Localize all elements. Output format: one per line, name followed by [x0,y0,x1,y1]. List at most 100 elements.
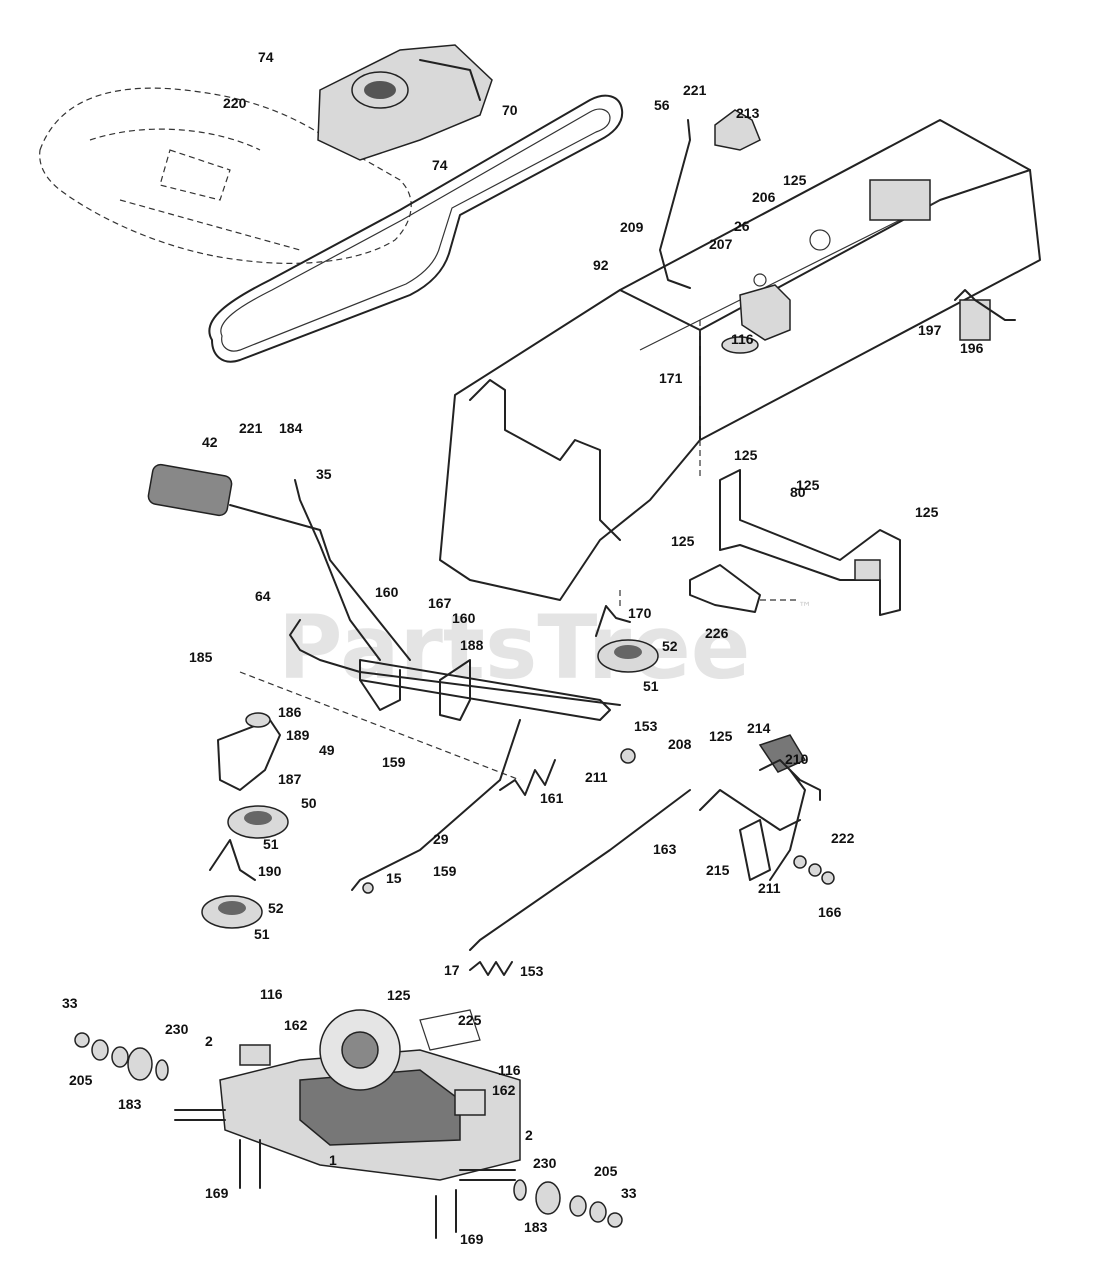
callout-label: 51 [254,926,270,942]
callout-label: 64 [255,588,271,604]
callout-label: 153 [634,718,658,734]
callout-label: 35 [316,466,332,482]
brake-pedal [699,734,821,881]
callout-label: 169 [205,1185,229,1201]
callout-label: 51 [263,836,279,852]
callout-label: 185 [189,649,213,665]
pulley-52-upper [597,639,659,673]
callout-label: 49 [319,742,335,758]
callout-label: 189 [286,727,310,743]
callout-label: 160 [452,610,476,626]
callout-label: 125 [796,477,820,493]
callout-label: 186 [278,704,302,720]
callout-label: 197 [918,322,942,338]
callout-label: 208 [668,736,692,752]
callout-label: 159 [433,863,457,879]
callout-label: 51 [643,678,659,694]
callout-label: 161 [540,790,564,806]
pedal-assembly [147,463,621,721]
callout-label: 17 [444,962,460,978]
callout-labels: 7470220745622121312520626209207921161711… [62,49,984,1247]
callout-label: 56 [654,97,670,113]
idler-arm [217,712,281,791]
belt-guide-190 [209,839,256,881]
callout-label: 125 [783,172,807,188]
shift-lever [659,119,691,289]
callout-label: 225 [458,1012,482,1028]
callout-label: 167 [428,595,452,611]
belt-guide-170 [595,605,631,637]
callout-label: 171 [659,370,683,386]
callout-label: 184 [279,420,303,436]
callout-label: 153 [520,963,544,979]
drive-belt [208,94,624,363]
callout-label: 230 [533,1155,557,1171]
callout-label: 116 [731,331,754,347]
connector-lines [239,320,800,781]
callout-label: 116 [260,986,283,1002]
callout-label: 52 [268,900,284,916]
callout-label: 220 [223,95,247,111]
callout-label: 170 [628,605,652,621]
spring-17 [469,961,513,976]
dash-panel [317,44,493,161]
callout-label: 125 [671,533,695,549]
callout-label: 187 [278,771,302,787]
hood-outline [39,87,412,264]
axle-hardware-left [74,1032,169,1081]
rod-197 [954,289,1016,321]
callout-label: 50 [301,795,317,811]
callout-label: 215 [706,862,730,878]
callout-label: 213 [736,105,760,121]
callout-label: 26 [734,218,750,234]
callout-label: 214 [747,720,771,736]
callout-label: 125 [387,987,411,1003]
callout-label: 159 [382,754,406,770]
callout-label: 29 [433,831,449,847]
callout-label: 162 [284,1017,308,1033]
callout-label: 207 [709,236,733,252]
callout-label: 222 [831,830,855,846]
callout-label: 2 [525,1127,533,1143]
callout-label: 166 [818,904,842,920]
callout-label: 74 [258,49,274,65]
rod-163 [469,789,691,951]
bolts-169 [239,1139,457,1239]
callout-label: 206 [752,189,776,205]
bracket-226 [689,564,761,613]
pulley-52-lower [201,895,263,929]
axle-hardware-right [513,1179,623,1228]
bracket-80 [719,469,901,616]
chassis-frame [439,119,1041,601]
callout-label: 80 [790,484,806,500]
callout-label: 2 [205,1033,213,1049]
callout-label: 1 [329,1152,337,1168]
callout-label: 92 [593,257,609,273]
callout-label: 183 [118,1096,142,1112]
callout-label: 205 [594,1163,618,1179]
mount-plate [739,284,791,341]
callout-label: 211 [585,769,608,785]
callout-label: 15 [386,870,402,886]
callout-label: 209 [620,219,644,235]
pulley-50 [227,805,289,839]
callout-label: 116 [498,1062,521,1078]
callout-label: 196 [960,340,984,356]
callout-label: 33 [621,1185,637,1201]
rod-29 [351,719,521,891]
callout-label: 169 [460,1231,484,1247]
callout-label: 205 [69,1072,93,1088]
lever-knob [714,109,761,151]
callout-label: 42 [202,434,218,450]
callout-label: 183 [524,1219,548,1235]
watermark: PartsTree [278,596,750,699]
callout-label: 210 [785,751,809,767]
callout-label: 74 [432,157,448,173]
callout-label: 230 [165,1021,189,1037]
callout-label: 162 [492,1082,516,1098]
callout-label: 190 [258,863,282,879]
callout-label: 221 [683,82,707,98]
washers [362,748,835,894]
callout-label: 221 [239,420,263,436]
